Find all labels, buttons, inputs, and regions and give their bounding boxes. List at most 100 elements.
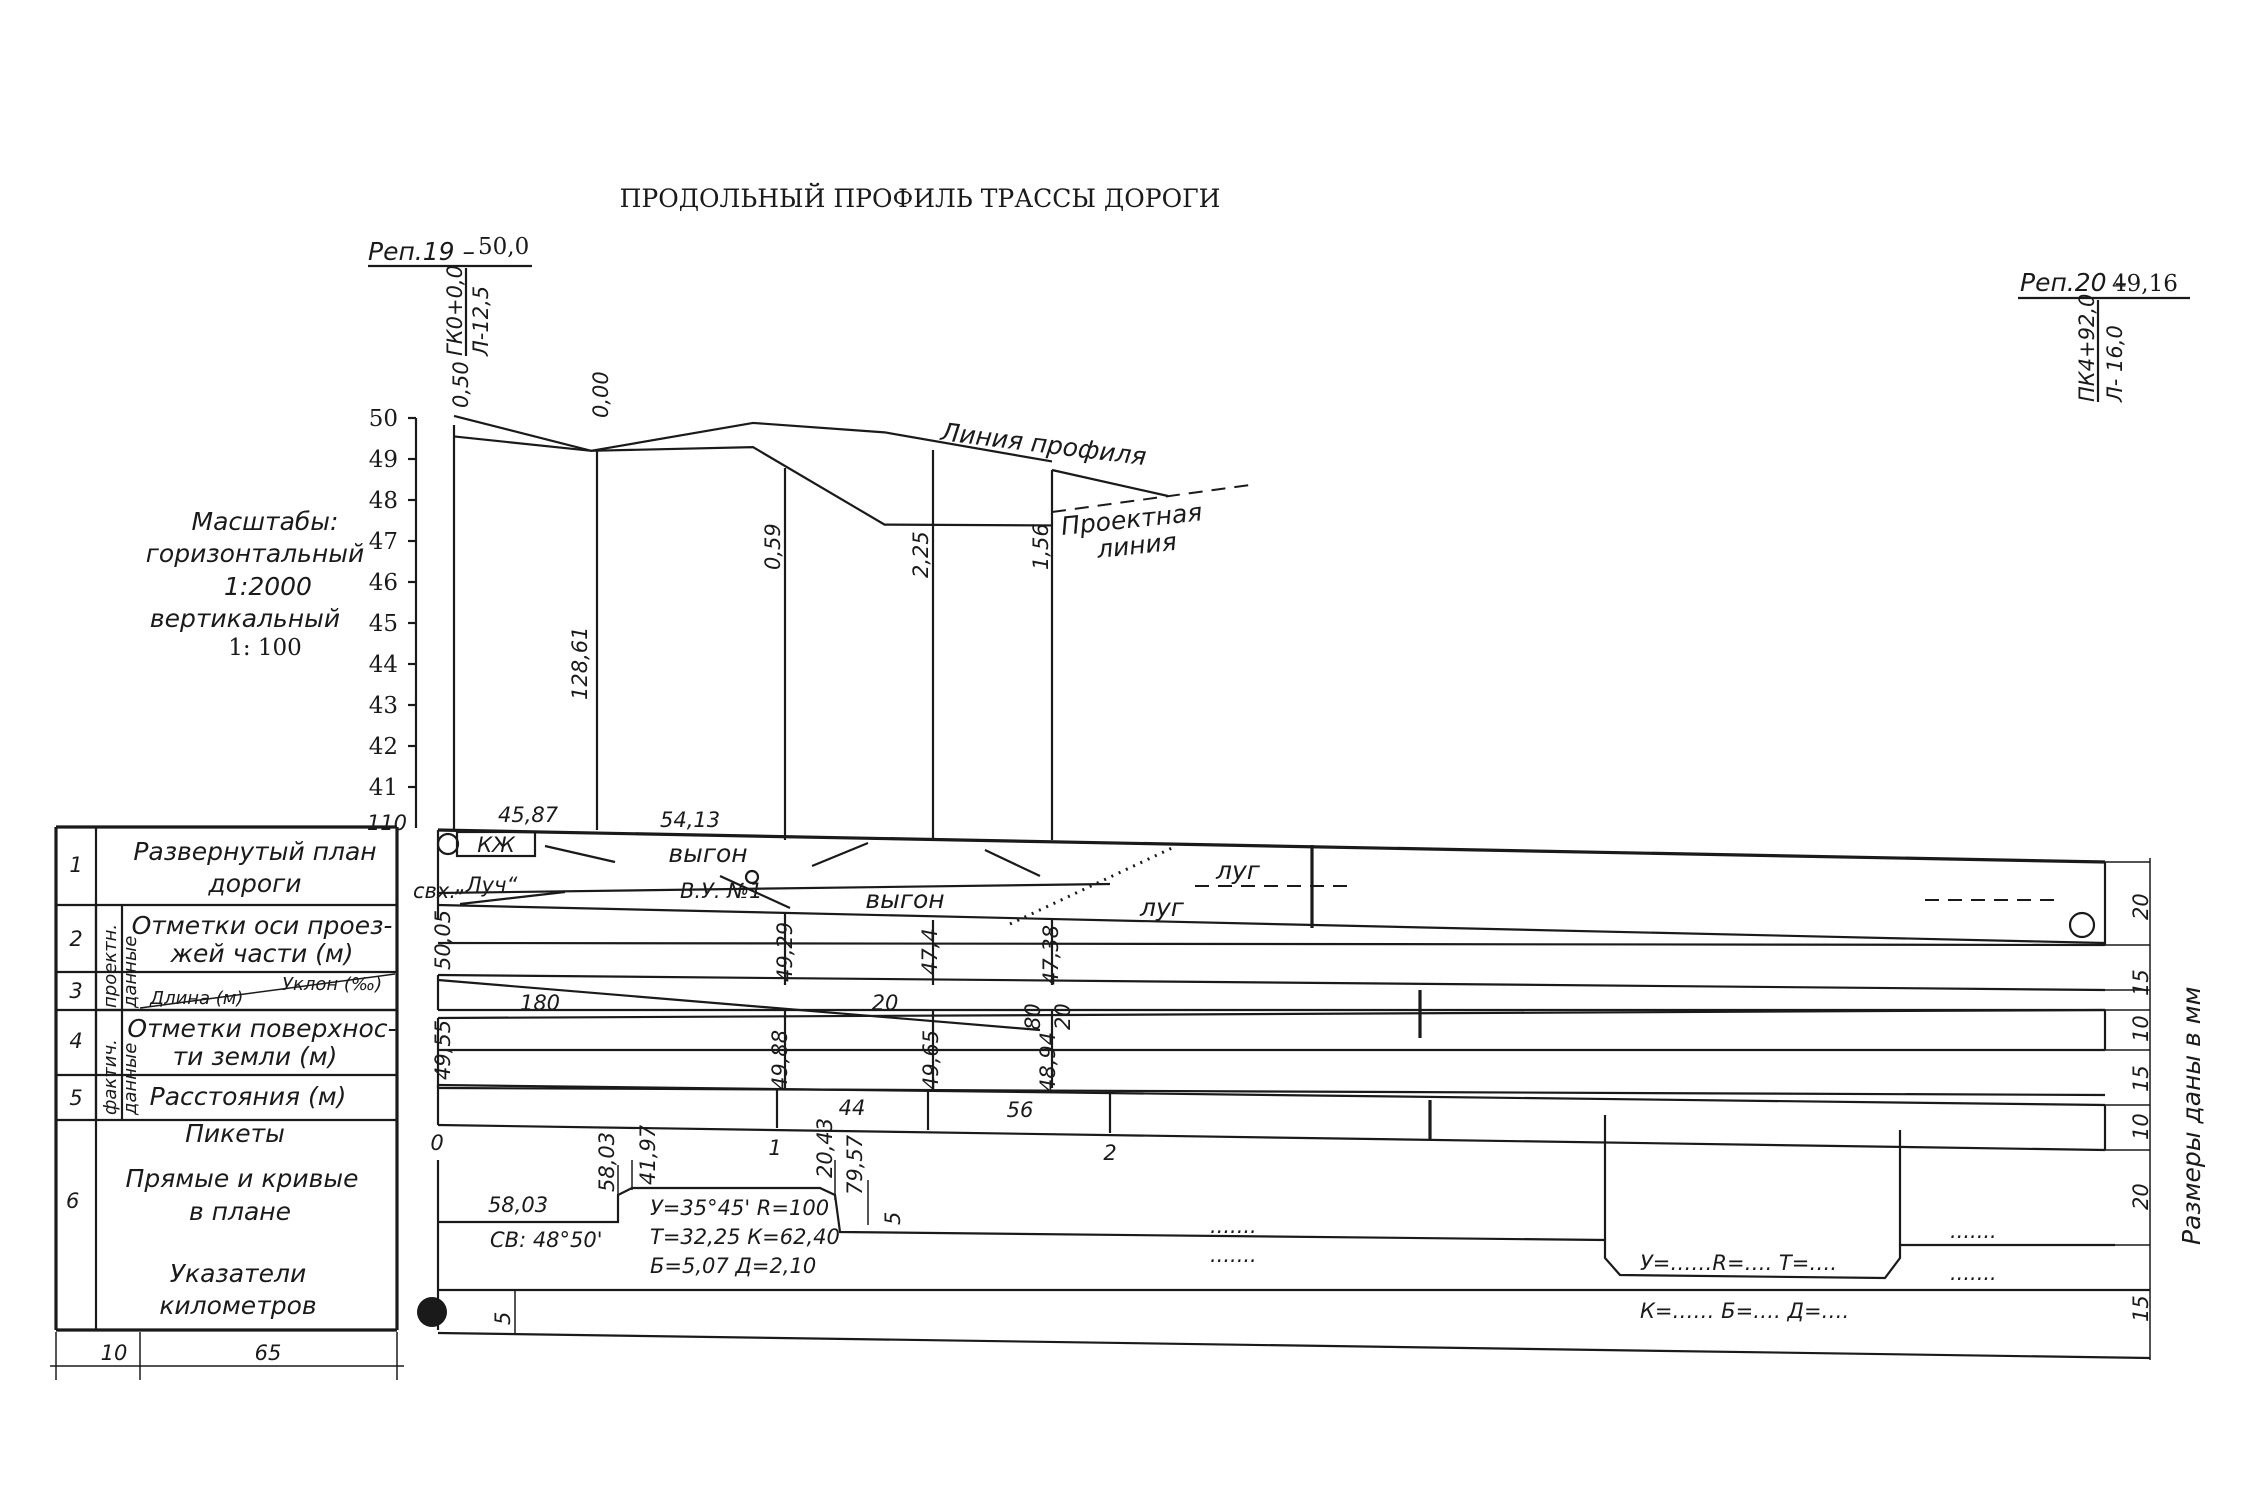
scales-horizontal-label: горизонтальный [146,539,364,568]
alignment-line [438,1186,2115,1280]
right-dim-5: 10 [2129,1113,2153,1140]
benchmark-right-pk: ПК4+92,0 [2075,294,2099,402]
row-2-label-2: жей части (м) [169,939,353,968]
row-num-5: 5 [69,1086,82,1110]
series-label-profile: Линия профиля [938,417,1148,471]
y-tick-label-41: 41 [369,775,398,801]
row-num-6: 6 [66,1189,79,1213]
alignment-five-2: 5 [491,1312,515,1325]
row-6-label-2: в плане [189,1197,291,1226]
row-1-label-1: Развернутый план [133,837,376,866]
alignment-curve-1: У=35°45' R=100 [650,1196,829,1220]
row-num-2: 2 [69,927,82,951]
group-actual-1: фактич. [100,1039,121,1115]
y-tick-label-49: 49 [369,447,398,473]
distance-2: 56 [1007,1098,1034,1122]
row-num-3: 3 [69,979,82,1003]
right-dim-7: 15 [2129,1295,2153,1322]
y-tick-label-44: 44 [369,652,398,678]
table-header: 1 2 3 4 5 6 проектн. данные фактич. данн… [50,825,404,1380]
y-tick-label-43: 43 [369,693,398,719]
vertical-note: 128,61 [568,627,592,700]
alignment-bearing: СВ: 48°50' [490,1228,603,1252]
group-project-2: данные [120,936,141,1009]
scales-legend: Масштабы: горизонтальный 1:2000 вертикал… [146,507,364,661]
benchmark-left-l: Л-12,5 [469,286,493,357]
plan-svkh: свх. [413,879,456,903]
top-distance-2: 54,13 [660,808,720,832]
benchmark-left-label: Реп.19 – [368,237,475,266]
datum-label: 110 [367,811,407,835]
slope-value-2: 20 [1051,1003,1075,1030]
top-distance-1: 45,87 [498,803,559,827]
right-dim-2: 15 [2129,969,2153,996]
alignment-straight-len: 58,03 [488,1193,548,1217]
row-1-label-2: дороги [207,869,301,898]
plan-kzh: КЖ [477,833,516,857]
working-mark-3: 0,59 [761,523,785,570]
row-num-4: 4 [69,1029,82,1053]
row-6-label-pickets: Пикеты [185,1119,285,1148]
scales-horizontal-value: 1:2000 [224,572,312,601]
alignment-v-4: 79,57 [843,1134,867,1195]
alignment-v-3: 20,43 [813,1118,837,1178]
page-title: ПРОДОЛЬНЫЙ ПРОФИЛЬ ТРАССЫ ДОРОГИ [620,183,1221,213]
row-6-label-4: километров [159,1291,316,1320]
benchmark-left: Реп.19 – 50,0 ГК0+0,0 Л-12,5 [368,234,532,357]
y-tick-label-42: 42 [369,734,398,760]
right-dim-3: 10 [2129,1015,2153,1042]
right-dim-1: 20 [2129,893,2153,920]
km-marker [417,1297,447,1327]
ground-mark-4: 48,94 [1036,1032,1060,1092]
alignment-dots-2: ....... [1210,1243,1257,1267]
right-dimensions: 20 15 10 15 10 20 15 Размеры даны в мм [2105,858,2206,1360]
distance-1: 44 [839,1096,866,1120]
y-tick-label-47: 47 [369,529,398,555]
col-width-2: 65 [255,1341,282,1365]
table-body: КЖ выгон выгон луг луг свх. „Луч“ В.У. №… [413,828,2151,1360]
right-dim-6: 20 [2129,1183,2153,1210]
ground-mark-1: 49,55 [431,1020,455,1080]
row-4-label-1: Отметки поверхнос- [127,1014,396,1043]
row-5-label-1: Расстояния (м) [150,1082,347,1111]
alignment-dots-4: ....... [1950,1261,1997,1285]
design-mark-3: 47,4 [918,928,942,975]
scales-vertical-value: 1: 100 [228,635,302,661]
benchmark-symbol-right [2068,911,2096,939]
ground-mark-3: 49,65 [919,1030,943,1090]
benchmark-symbol [436,832,460,856]
working-mark-4: 2,25 [909,531,933,578]
right-dims-label: Размеры даны в мм [2177,986,2206,1245]
benchmark-right: Реп.20 – 49,16 ПК4+92,0 Л- 16,0 [2018,268,2190,403]
row-4-label-2: ти земли (м) [173,1042,338,1071]
y-tick-label-48: 48 [369,488,398,514]
plan-vygon-2: выгон [865,885,944,914]
row-6-label-3: Указатели [170,1259,306,1288]
picket-2: 2 [1103,1141,1116,1165]
row-num-1: 1 [69,853,82,877]
row-6-label-1: Прямые и кривые [126,1164,359,1193]
picket-0: 0 [430,1131,443,1155]
alignment-placeholder-2: К=…… Б=…. Д=…. [1640,1299,1849,1323]
series-line-design [453,414,1053,527]
y-tick-label-46: 46 [369,570,398,596]
working-mark-5: 1,56 [1029,523,1053,570]
plan-lug-2: луг [1139,893,1185,922]
group-actual-2: данные [120,1043,141,1116]
col-width-1: 10 [101,1341,128,1365]
slope-length-2: 80 [1021,1003,1045,1030]
benchmark-right-label: Реп.20 – [2020,268,2127,297]
alignment-v-1: 58,03 [595,1132,619,1192]
right-dim-4: 15 [2129,1065,2153,1092]
benchmark-right-value: 49,16 [2112,271,2178,297]
benchmark-right-l: Л- 16,0 [2103,325,2127,403]
plan-lug-1: луг [1215,856,1261,885]
alignment-curve-2: Т=32,25 К=62,40 [650,1225,840,1249]
row-3-label-1: Длина (м) [149,988,243,1009]
slope-length-1: 180 [520,991,560,1015]
alignment-dots-3: ....... [1950,1219,1997,1243]
plan-vygon-1: выгон [668,839,747,868]
